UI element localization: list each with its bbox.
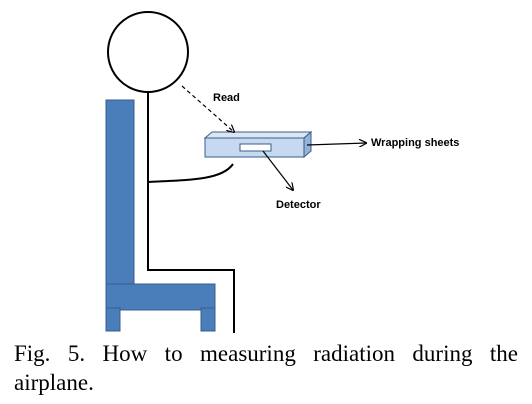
figure-caption: Fig. 5. How to measuring radiation durin… [14,341,518,395]
wrapping-sheets-arrow [306,143,366,145]
chair-back-leg [200,307,216,332]
detector-arrow [262,150,293,190]
person [107,11,235,333]
chair-seat [105,283,216,311]
dosimeter-device [203,130,313,159]
chair [105,99,216,332]
detector-window [239,143,272,152]
chair-front-leg [105,307,121,332]
device-top-face [203,131,313,139]
read-arrow [181,85,234,132]
wrapping-sheets-label: Wrapping sheets [371,137,459,149]
read-label: Read [213,92,240,104]
person-arm [147,163,234,183]
arrows [181,85,366,190]
diagram: Read Wrapping sheets Detector [105,11,459,333]
detector-label: Detector [276,199,321,211]
chair-backrest [105,99,135,287]
person-head [107,11,189,93]
